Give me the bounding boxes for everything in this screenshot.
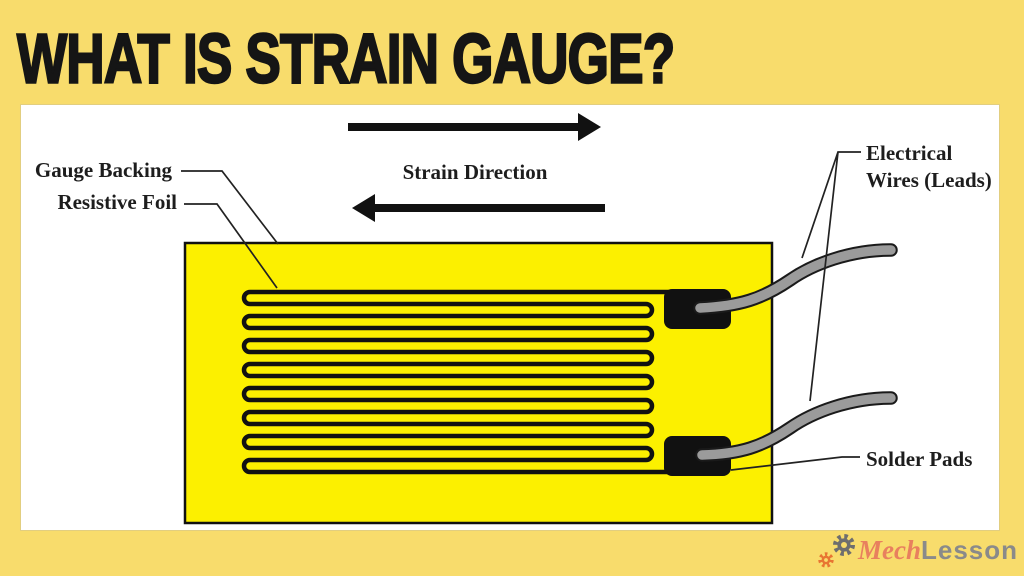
electrical-wire-top (693, 243, 898, 315)
strain-direction-arrow-right-icon (348, 113, 601, 141)
strain-direction-arrow-left-icon (352, 194, 605, 222)
label-electrical-wires-line2: Wires (Leads) (866, 168, 992, 192)
gauge-backing-rect (183, 241, 774, 525)
electrical-wire-bottom (695, 391, 898, 462)
leader-line-solder-pads (730, 456, 860, 471)
gear-small-icon (818, 552, 834, 568)
label-solder-pads: Solder Pads (866, 447, 973, 471)
label-electrical-wires-line1: Electrical (866, 141, 953, 165)
leader-line-resistive-foil (184, 203, 278, 289)
leader-line-gauge-backing (181, 170, 279, 245)
brand-name-lesson: Lesson (921, 534, 1019, 565)
label-gauge-backing: Gauge Backing (34, 158, 172, 182)
page-title: WHAT IS STRAIN GAUGE? (16, 19, 676, 98)
label-resistive-foil: Resistive Foil (57, 190, 177, 214)
label-electrical-wires: Electrical Wires (Leads) (866, 140, 1001, 194)
leader-line-electrical-wires (801, 151, 861, 402)
label-strain-direction: Strain Direction (402, 160, 548, 184)
brand-name-mech: Mech (858, 534, 921, 565)
gear-large-icon (833, 534, 855, 556)
resistive-foil-trace (241, 289, 693, 475)
gears-icon (818, 534, 855, 568)
